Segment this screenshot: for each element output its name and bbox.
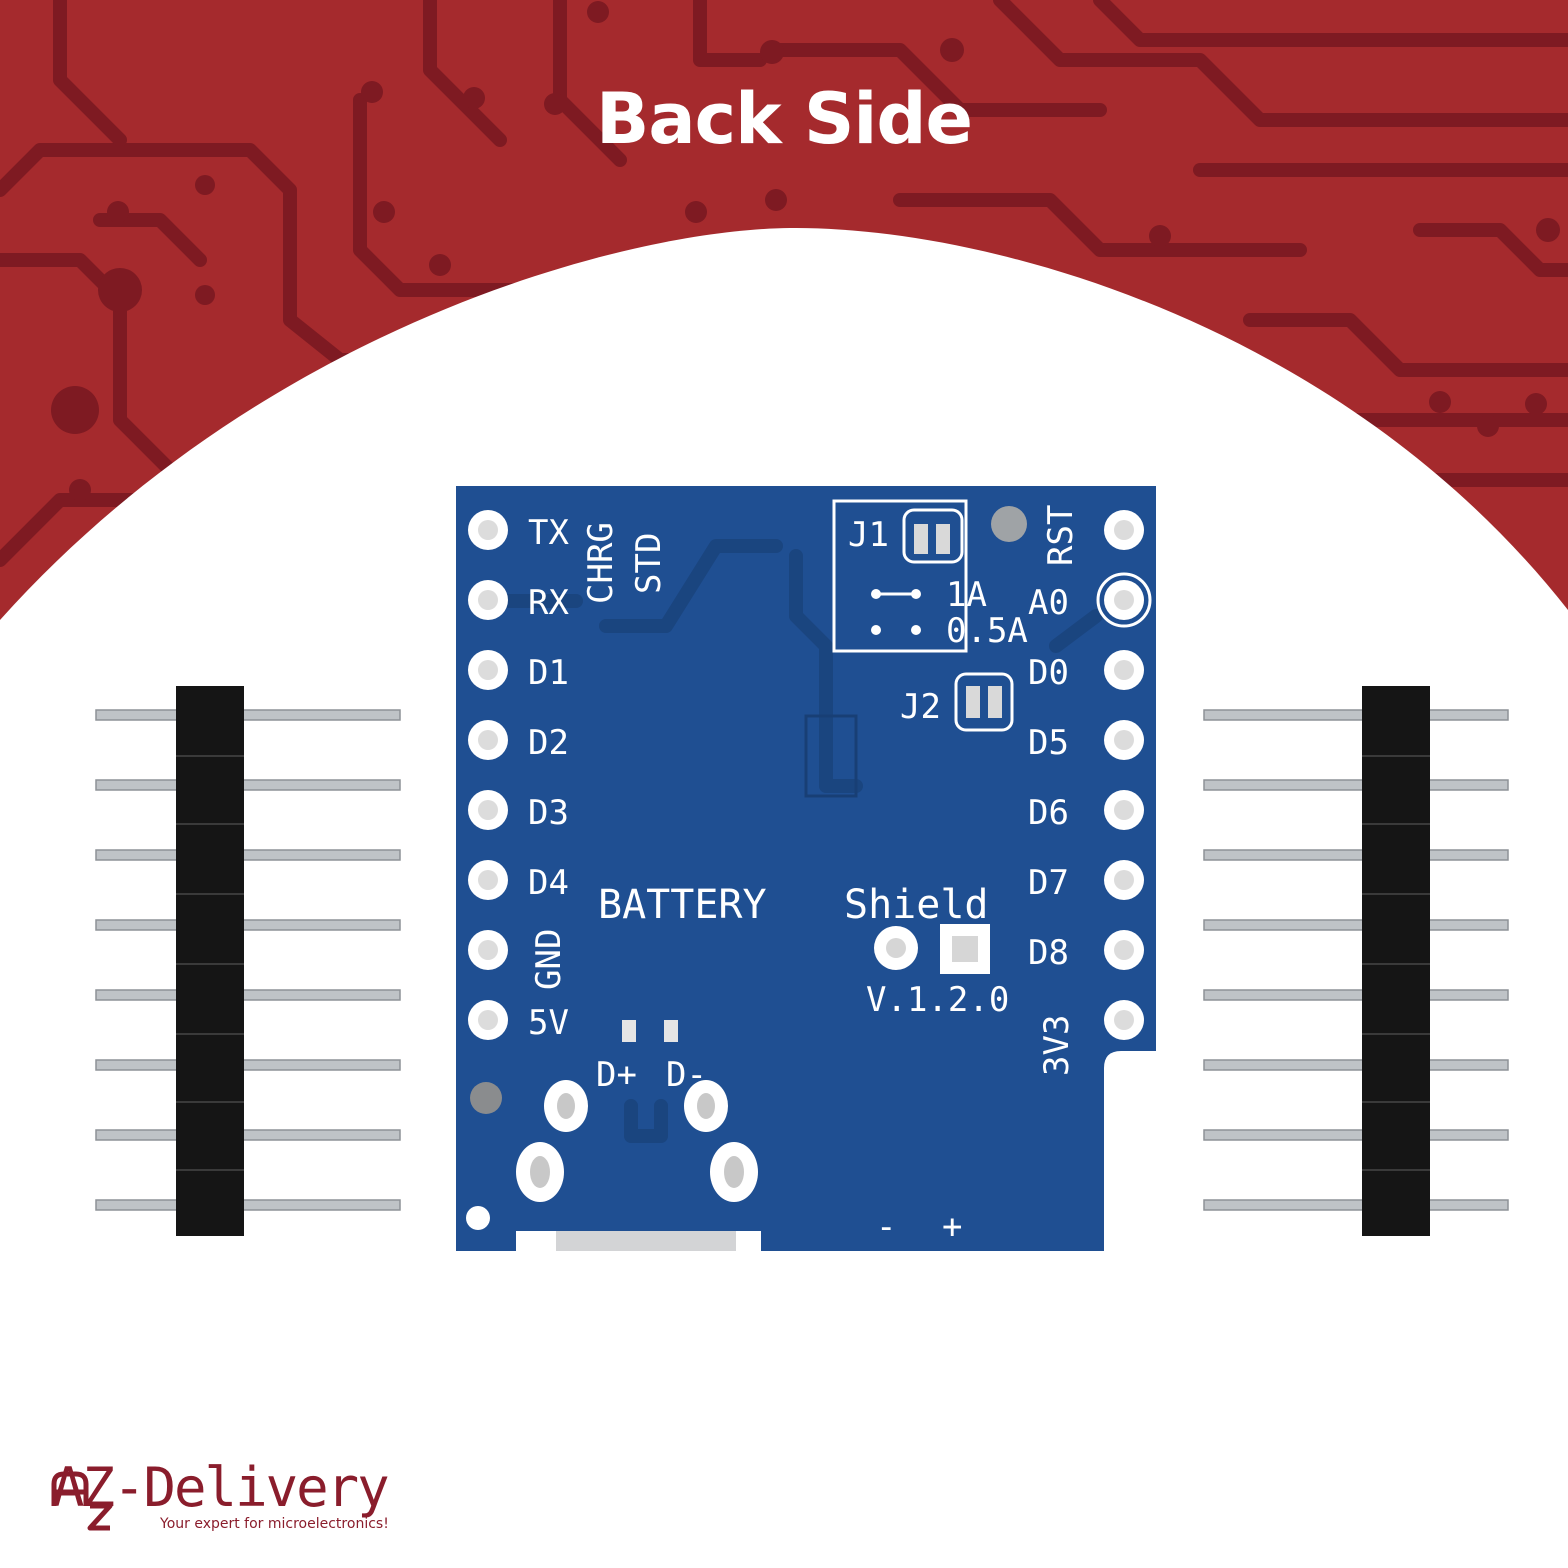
pad-hole xyxy=(1114,660,1134,680)
az-delivery-logo xyxy=(51,1471,113,1531)
label-1a: 1A xyxy=(946,575,987,615)
pad-hole xyxy=(1114,940,1134,960)
pad-hole xyxy=(1114,1010,1134,1030)
pin-label-rx: RX xyxy=(528,583,569,623)
pin-label-d0: D0 xyxy=(1028,653,1069,693)
pin-header-right xyxy=(1203,686,1509,1236)
header-pin xyxy=(1203,779,1509,791)
label-j2: J2 xyxy=(900,687,941,727)
pad-hole xyxy=(478,800,498,820)
header-pin xyxy=(1203,1199,1509,1211)
header-pin xyxy=(95,709,401,721)
header-pin xyxy=(95,779,401,791)
pin-label-d7: D7 xyxy=(1028,863,1069,903)
pin-label-tx: TX xyxy=(528,513,569,553)
pin-label-d4: D4 xyxy=(528,863,569,903)
pad-hole xyxy=(478,520,498,540)
pin-label-d5: D5 xyxy=(1028,723,1069,763)
pad-hole xyxy=(478,940,498,960)
header-pin xyxy=(95,849,401,861)
header-pin xyxy=(95,1129,401,1141)
label-0-5a: 0.5A xyxy=(946,611,1028,651)
polarity-plus: + xyxy=(942,1207,962,1247)
header-pin xyxy=(95,989,401,1001)
page-title: Back Side xyxy=(596,78,973,160)
pad-hole xyxy=(1114,590,1134,610)
header-pin xyxy=(95,919,401,931)
polarity-minus: - xyxy=(876,1207,896,1247)
header-pin xyxy=(95,1199,401,1211)
pin-label-d1: D1 xyxy=(528,653,569,693)
header-pin xyxy=(1203,1059,1509,1071)
pin-label-rst: RST xyxy=(1041,505,1081,566)
label-j1: J1 xyxy=(848,515,889,555)
pin-label-d8: D8 xyxy=(1028,933,1069,973)
pad-hole xyxy=(1114,520,1134,540)
pin-label-a0: A0 xyxy=(1028,583,1069,623)
brand-name: AZ-Delivery xyxy=(52,1456,390,1519)
pin-label-d3: D3 xyxy=(528,793,569,833)
pad-ring-a0 xyxy=(1096,572,1152,628)
pad-hole xyxy=(1114,730,1134,750)
pin-label-3v3: 3V3 xyxy=(1037,1015,1077,1076)
pad-hole xyxy=(478,730,498,750)
pad-hole xyxy=(1114,800,1134,820)
header-pin xyxy=(1203,849,1509,861)
pin-header-left xyxy=(95,686,401,1236)
pad-hole xyxy=(478,1010,498,1030)
pin-label-gnd: GND xyxy=(529,929,569,990)
header-pin xyxy=(1203,919,1509,931)
pad-hole xyxy=(478,590,498,610)
label-d-plus: D+ xyxy=(596,1055,637,1095)
brand-tagline: Your expert for microelectronics! xyxy=(160,1516,389,1532)
pad-hole xyxy=(478,870,498,890)
pad-hole xyxy=(1114,870,1134,890)
header-pin xyxy=(95,1059,401,1071)
board-name-shield: Shield xyxy=(844,882,989,928)
pin-label-d6: D6 xyxy=(1028,793,1069,833)
header-pin xyxy=(1203,989,1509,1001)
pad-hole xyxy=(478,660,498,680)
battery-shield-pcb: J1 J2 1A 0.5A D+ D- BATTERY Shield V.1.2… xyxy=(456,486,1156,1251)
pin-label-d2: D2 xyxy=(528,723,569,763)
board-version: V.1.2.0 xyxy=(866,980,1009,1020)
pin-label-5v: 5V xyxy=(528,1003,569,1043)
label-chrg: CHRG xyxy=(581,522,621,604)
header-pin xyxy=(1203,1129,1509,1141)
header-pin xyxy=(1203,709,1509,721)
label-std: STD xyxy=(629,533,669,594)
label-d-minus: D- xyxy=(666,1055,707,1095)
board-name-battery: BATTERY xyxy=(598,882,767,928)
